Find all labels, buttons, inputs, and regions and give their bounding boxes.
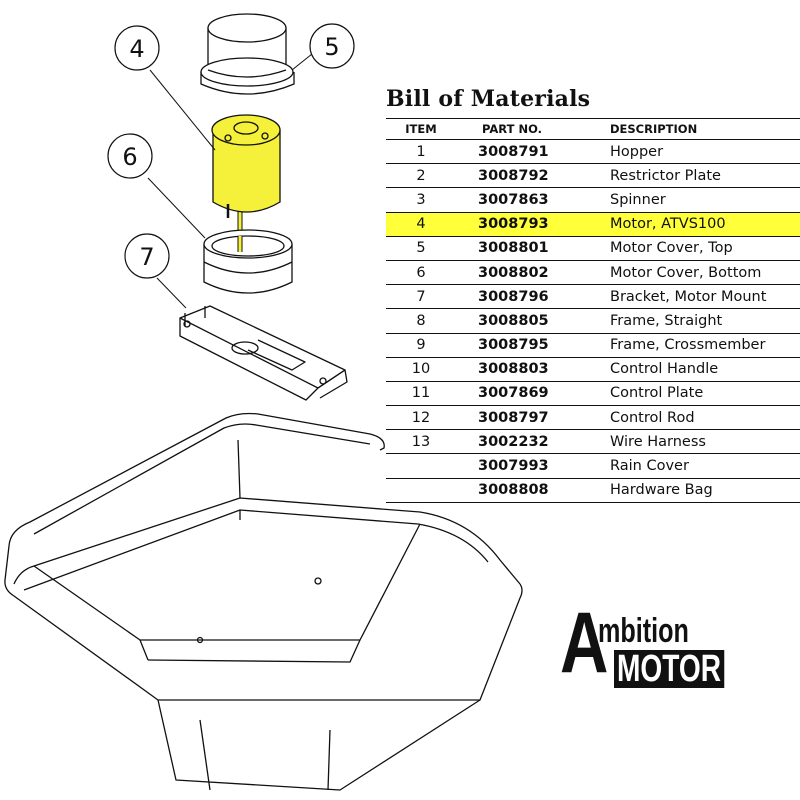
bom-part-cell: 3008805 [456, 308, 608, 334]
bom-part-cell: 3002232 [456, 429, 608, 455]
bom-description-cell: Motor Cover, Top [608, 236, 800, 261]
bom-header-row: ITEM PART NO. DESCRIPTION [386, 118, 800, 140]
bom-description-cell: Rain Cover [608, 453, 800, 479]
bom-description-cell: Spinner [608, 187, 800, 213]
bom-part-cell: 3008808 [456, 478, 608, 503]
bom-part-cell: 3008797 [456, 405, 608, 431]
header-item: ITEM [386, 118, 456, 140]
bom-description-cell: Control Rod [608, 405, 800, 431]
bom-part-cell: 3008801 [456, 236, 608, 261]
bom-item-cell [386, 453, 456, 479]
hopper-part [4, 412, 523, 791]
ambition-motor-logo: A mbition MOTOR [560, 600, 740, 700]
logo-word-motor: MOTOR [614, 650, 725, 688]
bom-item-cell: 10 [386, 357, 456, 382]
bom-item-cell: 12 [386, 405, 456, 431]
bom-description-cell: Hardware Bag [608, 478, 800, 503]
bom-part-cell: 3008803 [456, 357, 608, 382]
motor-cover-top-part [200, 13, 295, 95]
motor-cover-bottom-part [203, 229, 293, 294]
bom-part-cell: 3008796 [456, 284, 608, 310]
bom-item-cell: 9 [386, 333, 456, 358]
bom-part-cell: 3008802 [456, 260, 608, 286]
bom-item-cell: 5 [386, 236, 456, 261]
bom-part-cell: 3008791 [456, 139, 608, 165]
bom-description-cell: Frame, Crossmember [608, 333, 800, 358]
bom-description-cell: Restrictor Plate [608, 163, 800, 189]
bom-item-cell: 1 [386, 139, 456, 165]
bom-part-cell: 3007863 [456, 187, 608, 213]
callout-4-label: 4 [129, 35, 144, 63]
bom-item-cell [386, 478, 456, 503]
bom-description-cell: Wire Harness [608, 429, 800, 455]
logo-letter-a: A [560, 595, 609, 691]
bom-item-cell: 3 [386, 187, 456, 213]
bom-title: Bill of Materials [386, 86, 591, 112]
leader-lines [147, 53, 313, 309]
bom-description-cell: Motor, ATVS100 [608, 212, 800, 237]
callout-7-label: 7 [139, 243, 154, 271]
bom-part-cell: 3007869 [456, 381, 608, 407]
motor-mount-bracket-part [179, 305, 348, 401]
logo-word-ambition: mbition [598, 612, 689, 650]
bom-description-cell: Hopper [608, 139, 800, 165]
callout-7: 7 [124, 233, 170, 279]
bom-item-cell: 7 [386, 284, 456, 310]
bill-of-materials: Bill of Materials ITEM PART NO. DESCRIPT… [386, 86, 800, 503]
callout-6-label: 6 [122, 143, 137, 171]
bom-description-cell: Motor Cover, Bottom [608, 260, 800, 286]
bom-item-cell: 2 [386, 163, 456, 189]
bom-part-cell: 3007993 [456, 453, 608, 479]
header-description: DESCRIPTION [608, 118, 800, 140]
bom-description-cell: Control Handle [608, 357, 800, 382]
bom-part-cell: 3008792 [456, 163, 608, 189]
callout-5-label: 5 [324, 33, 339, 61]
bom-item-cell: 13 [386, 429, 456, 455]
bom-description-cell: Bracket, Motor Mount [608, 284, 800, 310]
callout-5: 5 [309, 23, 355, 69]
bom-part-cell: 3008793 [456, 212, 608, 237]
bom-description-cell: Frame, Straight [608, 308, 800, 334]
bom-item-cell: 8 [386, 308, 456, 334]
callout-4: 4 [114, 25, 160, 71]
bom-part-cell: 3008795 [456, 333, 608, 358]
header-part-no: PART NO. [456, 118, 608, 140]
bom-item-cell: 4 [386, 212, 456, 237]
bom-item-cell: 11 [386, 381, 456, 407]
bom-description-cell: Control Plate [608, 381, 800, 407]
callout-6: 6 [107, 133, 153, 179]
bom-item-cell: 6 [386, 260, 456, 286]
